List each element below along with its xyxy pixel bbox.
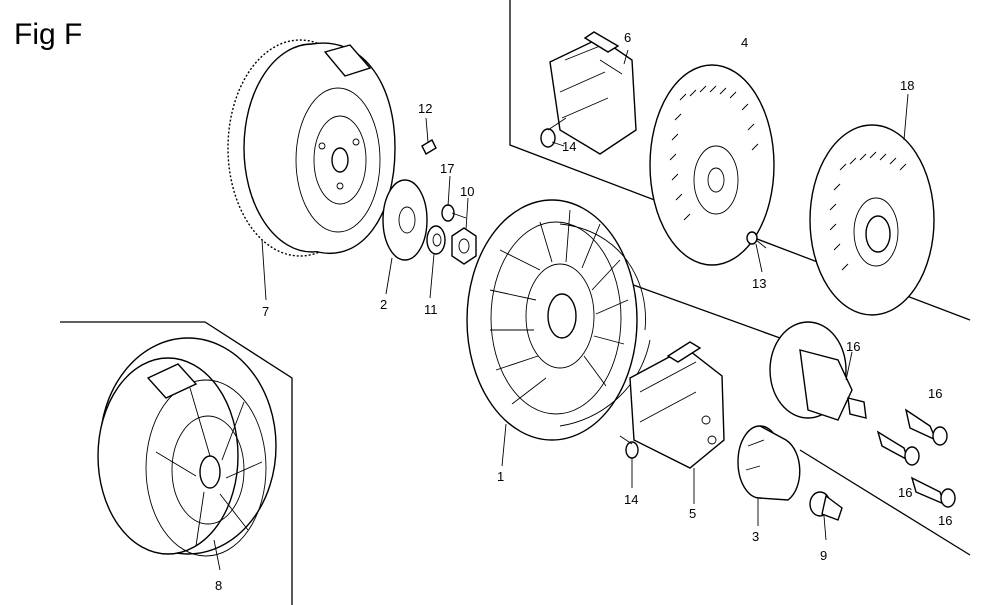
callout-6: 6 [624,30,631,45]
bolt-part-13 [746,231,767,249]
callout-18: 18 [900,78,914,93]
pulley-wheel-part-8 [97,337,277,557]
washer-part-11 [426,225,446,255]
starter-pulley-part-16 [769,321,867,421]
flange-bolt-part-9 [809,491,843,521]
figure-title: Fig F [14,18,83,51]
callout-3: 3 [752,529,759,544]
callout-7: 7 [262,304,269,319]
stator-plate-part-4 [649,64,775,266]
callout-16-bolt-c: 16 [938,513,952,528]
callout-13: 13 [752,276,766,291]
bolt-part-14-upper [540,117,567,148]
cooling-fan-part-1 [466,199,651,441]
bolts-part-16 [876,408,956,508]
callout-5: 5 [689,506,696,521]
callout-11: 11 [424,302,438,317]
callout-12: 12 [418,101,432,116]
callout-14-upper: 14 [562,139,576,154]
nut-part-10 [451,227,477,265]
callout-8: 8 [215,578,222,593]
bolt-part-17 [441,204,467,222]
callout-16-bolt-b: 16 [898,485,912,500]
leader-lines [213,49,909,571]
callout-14-lower: 14 [624,492,638,507]
ignition-coil-part-5 [629,341,725,469]
callout-10: 10 [460,184,474,199]
callout-1: 1 [497,469,504,484]
ignition-coil-part-6 [549,31,637,155]
callout-4: 4 [741,35,748,50]
callout-17: 17 [440,161,454,176]
callout-2: 2 [380,297,387,312]
plate-part-2 [382,179,428,261]
stator-plate-part-18 [809,124,935,316]
callout-16-pulley: 16 [846,339,860,354]
callout-9: 9 [820,548,827,563]
callout-labels: 1 2 3 4 5 6 7 8 9 10 11 12 13 14 14 16 1… [215,30,952,593]
key-part-12 [421,139,437,155]
starter-cup-part-3 [737,425,801,501]
flywheel-part-7 [227,39,396,257]
callout-16-bolt-a: 16 [928,386,942,401]
